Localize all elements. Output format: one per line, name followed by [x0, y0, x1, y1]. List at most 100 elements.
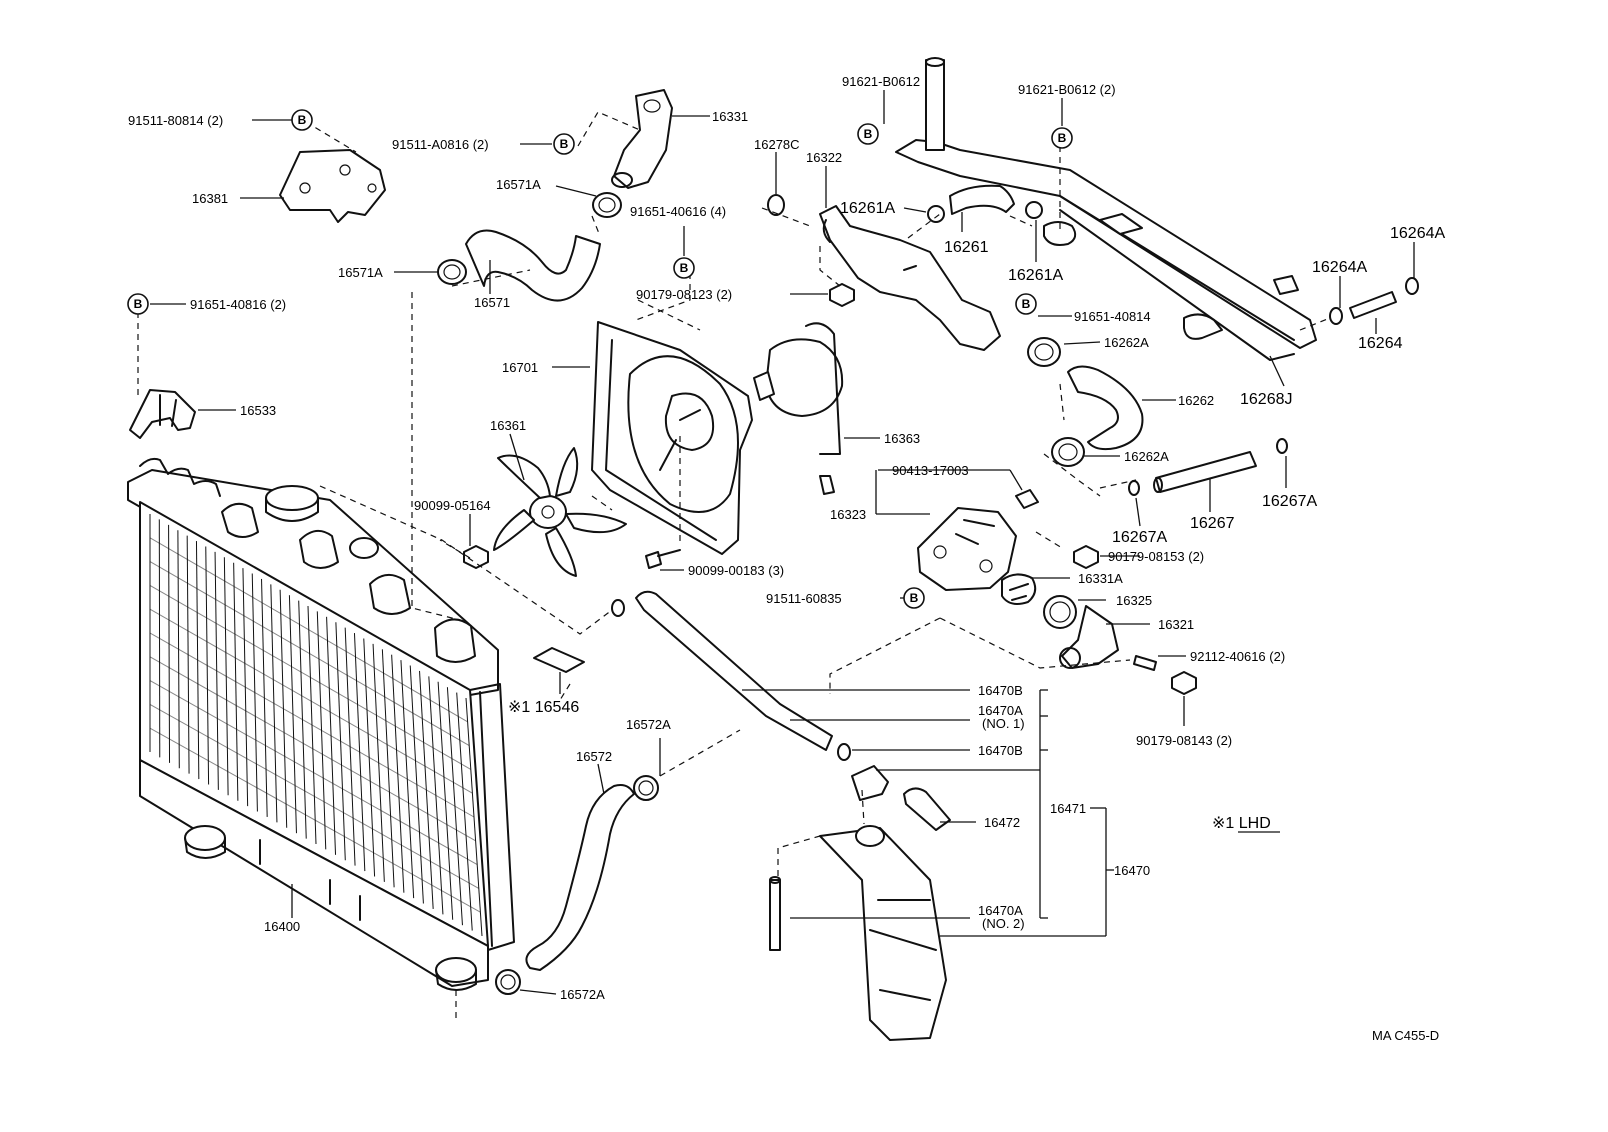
- label-90179-08153: 90179-08153 (2): [1108, 549, 1204, 564]
- radiator-tube: [149, 703, 480, 889]
- nut-90179-08153: [1073, 545, 1099, 569]
- label-16261A-a: 16261A: [840, 200, 895, 217]
- label-16323: 16323: [830, 507, 866, 522]
- lower-hose-16572: [525, 784, 635, 971]
- radiator-assembly: [127, 457, 515, 991]
- radiator-tube: [149, 632, 475, 818]
- clamp-16571A-left: [437, 259, 467, 285]
- label-90179-08143: 90179-08143 (2): [1136, 733, 1232, 748]
- hose-16472: [903, 787, 951, 831]
- spacer-16546: [533, 647, 585, 673]
- diagram-code: MA C455-D: [1372, 1028, 1439, 1043]
- bolt-marker-b: B: [553, 133, 575, 155]
- svg-text:B: B: [910, 591, 919, 605]
- label-91511-60835: 91511-60835: [766, 591, 842, 606]
- label-16470A-no2: 16470A: [978, 903, 1023, 918]
- clamp-16572A-a: [633, 775, 659, 801]
- label-16472: 16472: [984, 815, 1020, 830]
- nut-90179-08123: [829, 283, 855, 307]
- hose-16470A-no2: [769, 876, 781, 951]
- gasket-16325: [1043, 595, 1077, 629]
- label-91651-40814: 91651-40814: [1074, 309, 1151, 324]
- clamp-16262A-b: [1051, 437, 1085, 467]
- clamp-16264A-a: [1329, 307, 1343, 325]
- nut-90179-08143: [1171, 671, 1197, 695]
- label-91651-40816: 91651-40816 (2): [190, 297, 286, 312]
- water-outlet-16331: [611, 89, 673, 189]
- svg-text:B: B: [560, 137, 569, 151]
- reservoir-16470: [819, 825, 947, 1041]
- pipe-16267: [1153, 451, 1257, 493]
- water-inlet-16321: [1059, 605, 1119, 669]
- label-16262A-b: 16262A: [1124, 449, 1169, 464]
- label-90413-17003: 90413-17003: [892, 463, 969, 478]
- label-16267A-b: 16267A: [1112, 529, 1167, 546]
- label-16701: 16701: [502, 360, 538, 375]
- bolt-marker-b: B: [1015, 293, 1037, 315]
- svg-text:B: B: [1058, 131, 1067, 145]
- bolt-marker-b: B: [1051, 127, 1073, 149]
- bracket-16381: [279, 149, 386, 223]
- filler-neck-16471: [851, 765, 889, 801]
- hose-16261: [949, 184, 1015, 215]
- label-16533: 16533: [240, 403, 276, 418]
- label-91511-80814: 91511-80814 (2): [128, 113, 223, 128]
- label-90179-08123: 90179-08123 (2): [636, 287, 732, 302]
- radiator-tube: [149, 656, 476, 842]
- thermostat-16331A: [1001, 573, 1037, 605]
- label-92112-40616: 92112-40616 (2): [1190, 649, 1285, 664]
- label-16470A-no2-note: (NO. 2): [982, 916, 1025, 931]
- nut-90099-05164: [463, 545, 489, 569]
- clamp-16261A-a: [927, 205, 945, 223]
- label-91621-B0612-b: 91621-B0612 (2): [1018, 82, 1116, 97]
- radiator-tube: [149, 561, 470, 747]
- label-16267A-a: 16267A: [1262, 493, 1317, 510]
- label-16470A-no1: 16470A: [978, 703, 1023, 718]
- label-16325: 16325: [1116, 593, 1152, 608]
- bolt-marker-b: B: [857, 123, 879, 145]
- label-16262A-a: 16262A: [1104, 335, 1149, 350]
- label-16400: 16400: [264, 919, 300, 934]
- label-16262: 16262: [1178, 393, 1214, 408]
- o-ring-16278C: [767, 194, 785, 216]
- label-90099-05164: 90099-05164: [414, 498, 491, 513]
- fan-shroud-16701: [591, 321, 753, 555]
- clamp-16572A-b: [495, 969, 521, 995]
- clamp-16262A-a: [1027, 337, 1061, 367]
- bolt-marker-b: B: [903, 587, 925, 609]
- bolt-markers: B B B B B B B B: [127, 109, 1073, 609]
- clamp-16571A-top: [592, 192, 622, 218]
- label-16571A-left: 16571A: [338, 265, 383, 280]
- clamp-16264A-b: [1405, 277, 1419, 295]
- fan-16361: [493, 447, 627, 577]
- label-16264A-a: 16264A: [1390, 225, 1445, 242]
- bolt-marker-b: B: [127, 293, 149, 315]
- label-16331A: 16331A: [1078, 571, 1123, 586]
- label-16268J: 16268J: [1240, 391, 1293, 408]
- label-90099-00183: 90099-00183 (3): [688, 563, 784, 578]
- stud-92112-40616: [1133, 655, 1157, 671]
- radiator-tube: [149, 608, 473, 794]
- svg-text:B: B: [864, 127, 873, 141]
- label-16571: 16571: [474, 295, 510, 310]
- bolt-90099-00183: [645, 549, 681, 569]
- label-91511-A0816: 91511-A0816 (2): [392, 137, 489, 152]
- clamp-16267A-b: [1276, 438, 1288, 454]
- label-16381: 16381: [192, 191, 228, 206]
- label-16470B-a: 16470B: [978, 683, 1023, 698]
- label-16264A-b: 16264A: [1312, 259, 1367, 276]
- label-16572A-b: 16572A: [560, 987, 605, 1002]
- radiator-tube: [149, 537, 468, 723]
- pipe-16268J: [895, 57, 1317, 361]
- label-16546: ※1 16546: [508, 699, 579, 716]
- label-91621-B0612-a: 91621-B0612: [842, 74, 920, 89]
- label-16471: 16471: [1050, 801, 1086, 816]
- svg-text:B: B: [680, 261, 689, 275]
- leader-lines: [150, 90, 1415, 995]
- label-16278C: 16278C: [754, 137, 800, 152]
- label-16572A-a: 16572A: [626, 717, 671, 732]
- water-inlet-housing-16323: [917, 489, 1039, 591]
- label-16261A-b: 16261A: [1008, 267, 1063, 284]
- hose-16264: [1349, 291, 1397, 319]
